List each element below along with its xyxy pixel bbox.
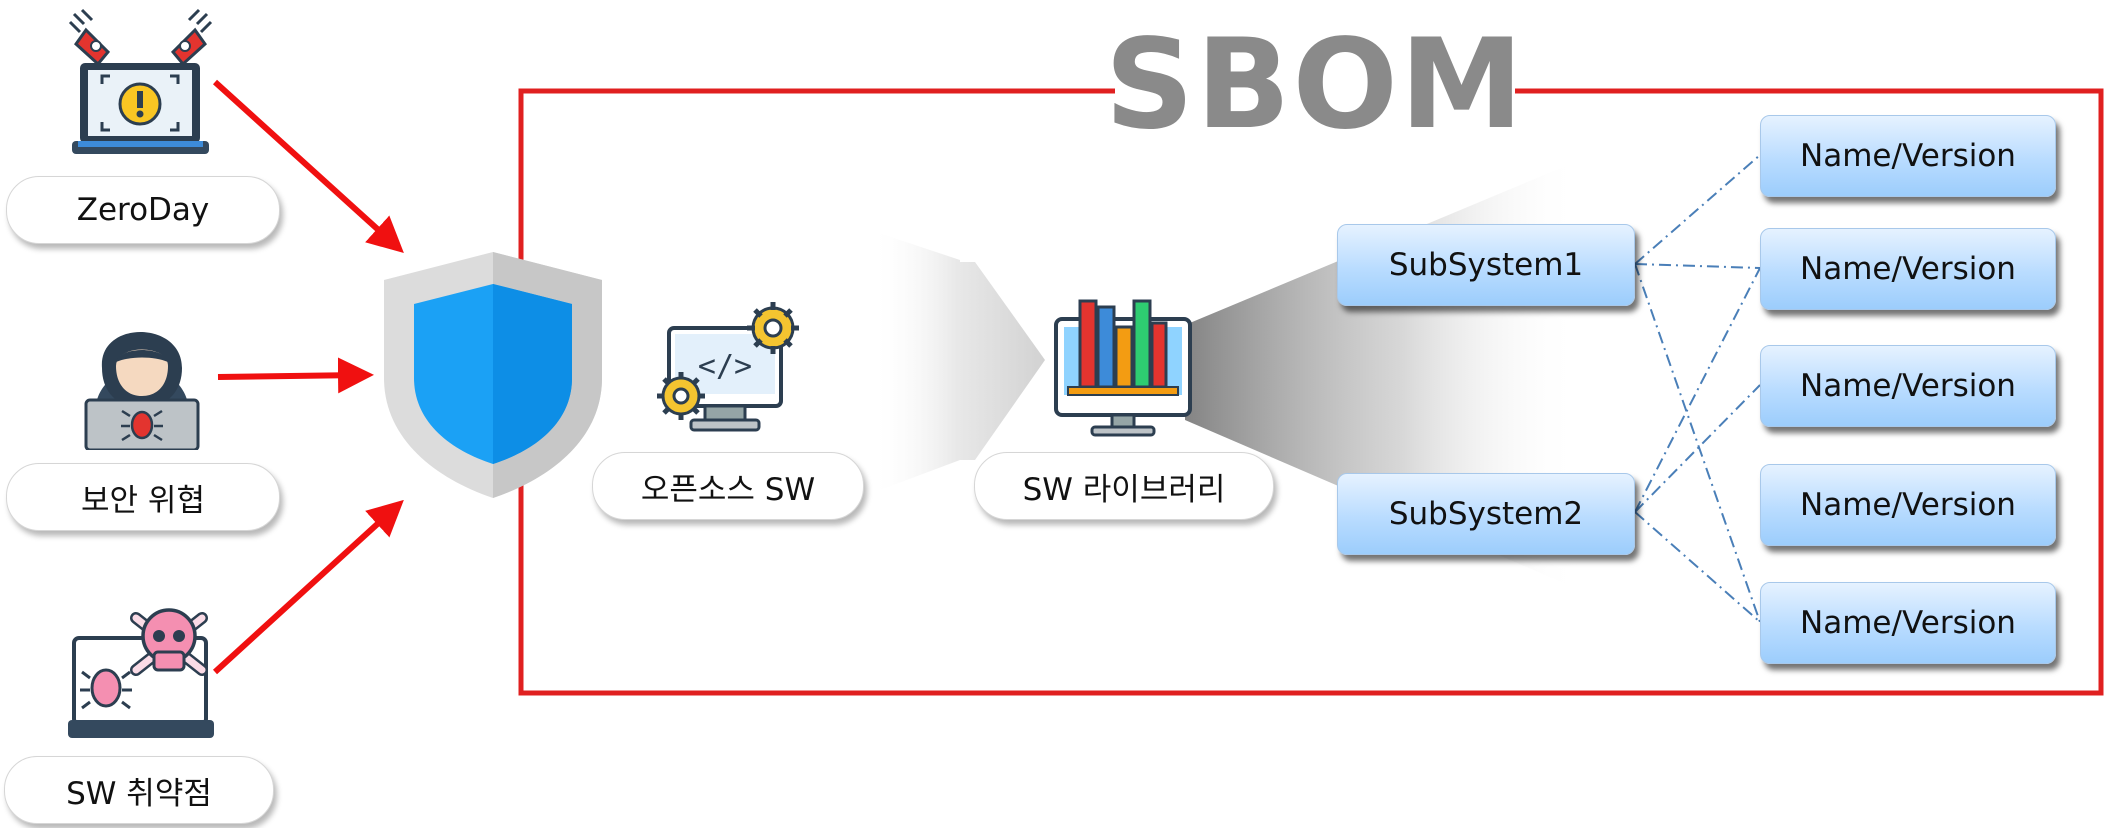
threat-arrow-2 [217, 357, 374, 394]
connector-line [1634, 267, 1761, 513]
component-box: Name/Version [1760, 228, 2056, 310]
connector-line [1634, 263, 1761, 269]
subsystem-box-2: SubSystem2 [1337, 473, 1635, 555]
diagram-title: SBOM [1104, 13, 1526, 157]
component-box: Name/Version [1760, 345, 2056, 427]
threat-label-zeroday: ZeroDay [6, 176, 280, 244]
laptop-skull-icon [68, 608, 214, 738]
svg-text:</>: </> [698, 349, 752, 384]
laptop-alert-icon [68, 8, 213, 154]
component-box: Name/Version [1760, 464, 2056, 546]
library-monitor-icon [1054, 299, 1192, 437]
shield-icon [384, 252, 602, 498]
threat-arrow-3 [212, 499, 404, 675]
connector-lines [1634, 154, 1761, 623]
stage-label-opensource: 오픈소스 SW [592, 452, 864, 520]
threat-arrow-1 [212, 79, 404, 254]
hacker-icon [84, 332, 200, 450]
subsystem-box-1: SubSystem1 [1337, 224, 1635, 306]
connector-line [1634, 384, 1761, 513]
stage-label-library: SW 라이브러리 [974, 452, 1274, 520]
threat-label-vulnerability: SW 취약점 [4, 756, 274, 824]
code-monitor-gears-icon: </> [657, 302, 799, 432]
connector-line [1634, 154, 1761, 265]
component-box: Name/Version [1760, 115, 2056, 197]
flow-arrow [870, 230, 1045, 490]
connector-line [1634, 263, 1761, 623]
connector-line [1634, 511, 1761, 623]
component-box: Name/Version [1760, 582, 2056, 664]
threat-label-security: 보안 위협 [6, 463, 280, 531]
